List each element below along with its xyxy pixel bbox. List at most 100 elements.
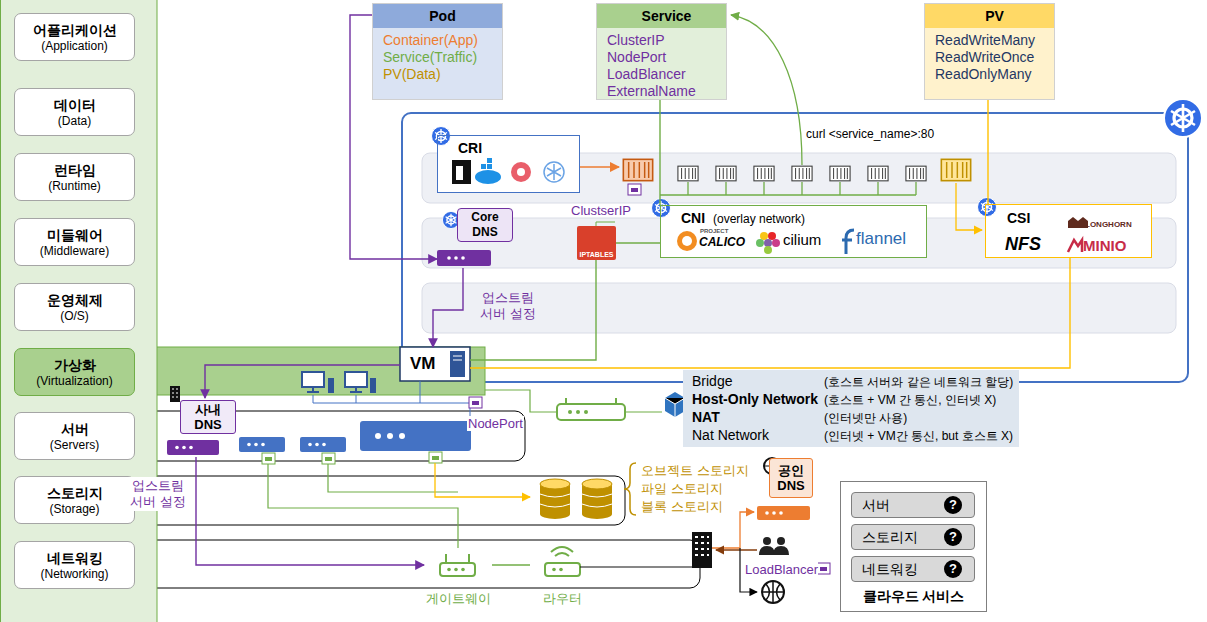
- node-text: ClusterIP: [597, 32, 726, 49]
- diagram-node: 미들웨어(Middleware): [14, 218, 135, 266]
- node-text: PV(Data): [373, 66, 502, 83]
- kubernetes-cluster: [402, 99, 1202, 382]
- node-title: Pod: [373, 4, 502, 28]
- diagram-node: 스토리지(Storage): [14, 476, 135, 524]
- free-label: PROJECT: [700, 228, 728, 234]
- free-label: flannel: [856, 229, 906, 249]
- diagram-node: PodContainer(App)Service(Traffic)PV(Data…: [372, 3, 503, 100]
- diagram-node: CNI (overlay network): [660, 205, 927, 258]
- node-text: ReadOnlyMany: [925, 66, 1054, 83]
- node-title: CNI: [681, 210, 705, 226]
- diagram-node: 런타임(Runtime): [14, 153, 135, 201]
- diagram-node: 스토리지?: [851, 524, 975, 550]
- diagram-node: VM: [400, 347, 470, 381]
- node-text: Nat Network: [692, 427, 818, 443]
- connector: [433, 268, 463, 347]
- node-text: (Data): [58, 114, 91, 129]
- free-label: 블록 스토리지: [641, 498, 723, 516]
- edge-label: 업스트림 서버 설정: [476, 289, 540, 323]
- edge-label: 업스트림 서버 설정: [126, 477, 190, 511]
- node-text: Host-Only Network: [692, 391, 818, 407]
- node-text: LoadBlancer: [597, 66, 726, 83]
- connector: [987, 100, 988, 204]
- node-title: VM: [410, 354, 436, 374]
- diagram-node: CSI: [985, 204, 1152, 258]
- diagram-node: 네트워킹?: [851, 556, 975, 582]
- network-devices: [440, 458, 830, 603]
- free-label: NFS: [1005, 234, 1041, 255]
- node-text: (Middleware): [40, 244, 109, 259]
- node-title: 게이트웨이: [424, 590, 492, 608]
- node-text: (Storage): [49, 502, 99, 517]
- node-text: (O/S): [60, 309, 89, 324]
- node-text: (호스트 + VM 간 통신, 인터넷 X): [824, 392, 1013, 409]
- connector: [492, 564, 530, 565]
- node-text: (Servers): [50, 438, 99, 453]
- diagram-node: 데이터(Data): [14, 88, 135, 136]
- diagram-node: 가상화(Virtualization): [14, 348, 135, 396]
- node-title: 스토리지: [862, 529, 918, 547]
- diagram-node: 네트워킹(Networking): [14, 541, 135, 589]
- node-title: 서버: [61, 420, 89, 438]
- node-title: Bridge: [692, 373, 818, 389]
- node-text: ?: [944, 560, 962, 578]
- diagram-node: 어플리케이션(Application): [14, 13, 135, 61]
- connector: [205, 365, 400, 398]
- node-title: 스토리지: [47, 484, 103, 502]
- node-title: 네트워킹: [47, 549, 103, 567]
- node-text: (Virtualization): [36, 374, 112, 389]
- diagram-node: 사내 DNS: [165, 398, 237, 457]
- node-text: (Runtime): [48, 179, 101, 194]
- diagram-node: 운영체제(O/S): [14, 283, 135, 331]
- component-grounds: [400, 135, 1152, 381]
- storage-icons: [540, 463, 636, 519]
- connector: [470, 258, 1070, 368]
- node-title: 클라우드 서비스: [841, 588, 986, 606]
- diagram-node: 서버?: [851, 492, 975, 518]
- virtualization-band: [140, 347, 485, 395]
- node-text: ReadWriteOnce: [925, 49, 1054, 66]
- connector: [196, 457, 424, 565]
- free-label: 오브젝트 스토리지: [641, 462, 749, 480]
- node-text: (Networking): [40, 567, 108, 582]
- free-label: cilium: [783, 231, 821, 248]
- node-title: 라우터: [530, 590, 595, 608]
- diagram-node: 라우터: [530, 546, 595, 608]
- node-title: 사내 DNS: [180, 400, 236, 434]
- node-title: 공인 DNS: [769, 458, 813, 498]
- node-text: (Application): [41, 39, 108, 54]
- diagram-node: 게이트웨이: [424, 546, 492, 608]
- connector: [659, 100, 660, 205]
- node-title: 운영체제: [47, 291, 103, 309]
- diagram-node: CRI: [437, 135, 580, 193]
- node-title: PV: [925, 4, 1054, 28]
- free-label: NodePort: [467, 416, 524, 431]
- node-title: 가상화: [54, 356, 96, 374]
- connector: [616, 242, 660, 243]
- host-devices: [167, 372, 685, 548]
- node-text: (overlay network): [713, 212, 805, 226]
- free-label: curl <service_name>:80: [806, 127, 934, 141]
- node-title: CSI: [1007, 210, 1030, 226]
- diagram-node: Bridge(호스트 서버와 같은 네트워크 할당)Host-Only Netw…: [683, 370, 1019, 447]
- diagram-node: IPTABLES: [577, 226, 616, 260]
- node-text: ?: [944, 528, 962, 546]
- node-text: (인터넷만 사용): [824, 410, 1013, 427]
- node-text: (인터넷 + VM간 통신, but 호스트 X): [824, 428, 1013, 445]
- node-title: IPTABLES: [577, 251, 616, 258]
- node-text: Container(App): [373, 32, 502, 49]
- free-label: CALICO: [699, 235, 745, 249]
- node-text: ReadWriteMany: [925, 32, 1054, 49]
- diagram-node: Core DNS: [437, 208, 514, 268]
- node-text: ExternalName: [597, 83, 726, 100]
- diagram-node: PV ReadWriteManyReadWriteOnceReadOnlyMany: [924, 3, 1055, 100]
- node-text: NodePort: [597, 49, 726, 66]
- node-title: 데이터: [54, 96, 96, 114]
- left-panel: [1, 0, 158, 622]
- node-title: 런타임: [54, 161, 96, 179]
- connector: [470, 260, 596, 360]
- diagram-node: 공인 DNS: [755, 458, 814, 522]
- node-title: Service: [597, 4, 726, 28]
- node-text: Service(Traffic): [373, 49, 502, 66]
